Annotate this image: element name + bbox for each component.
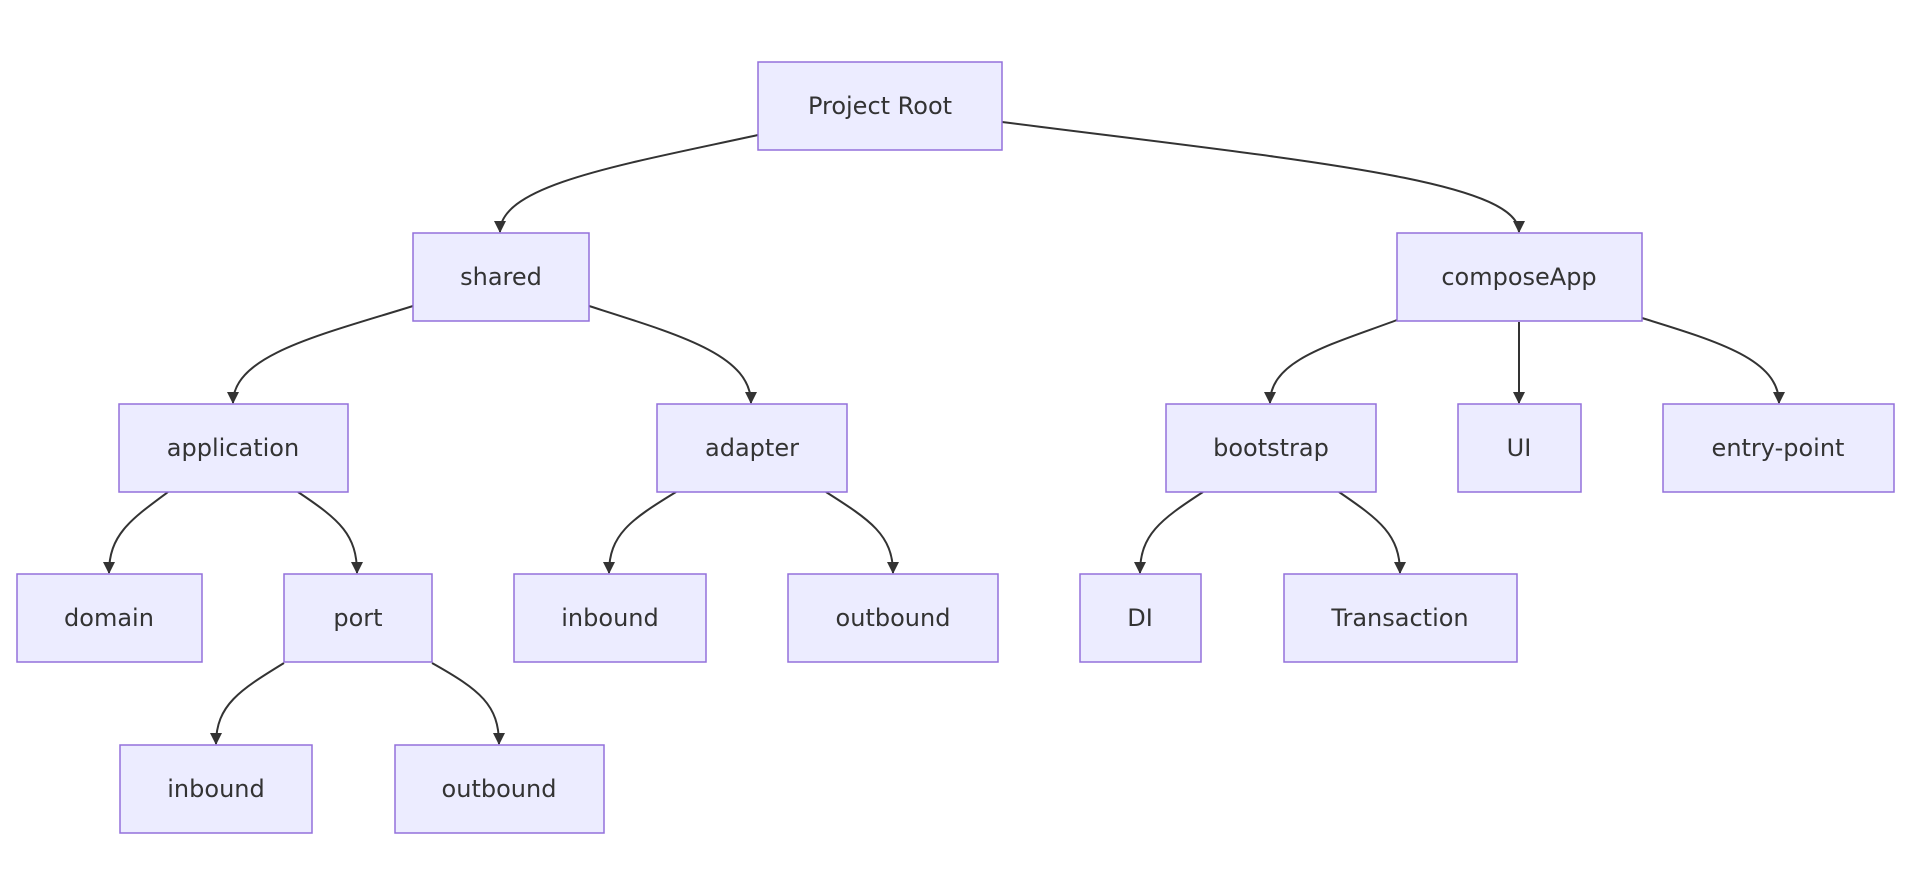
node-di: DI — [1079, 573, 1202, 663]
node-label-project-root: Project Root — [808, 92, 952, 120]
node-label-port-outbound: outbound — [442, 775, 557, 803]
node-label-transaction: Transaction — [1330, 604, 1468, 632]
node-port-outbound: outbound — [394, 744, 605, 834]
node-shared: shared — [412, 232, 590, 322]
edges — [103, 121, 1785, 745]
edge-port-inbound — [210, 662, 285, 745]
node-label-bootstrap: bootstrap — [1213, 434, 1329, 462]
edge-adapter-inbound — [603, 491, 677, 574]
edge-application-port — [297, 491, 363, 574]
edge-port-outbound — [431, 662, 505, 745]
node-bootstrap: bootstrap — [1165, 403, 1377, 493]
node-composeapp: composeApp — [1396, 232, 1643, 322]
node-label-adapter-outbound: outbound — [836, 604, 951, 632]
node-project-root: Project Root — [757, 61, 1003, 151]
edge-root-shared — [494, 134, 759, 233]
node-label-port: port — [333, 604, 382, 632]
node-adapter-outbound: outbound — [787, 573, 999, 663]
nodes: Project Root shared composeApp applicati… — [16, 61, 1895, 834]
node-label-application: application — [167, 434, 299, 462]
node-ui: UI — [1457, 403, 1582, 493]
node-adapter-inbound: inbound — [513, 573, 707, 663]
node-application: application — [118, 403, 349, 493]
edge-shared-application — [227, 305, 414, 404]
node-label-ui: UI — [1507, 434, 1532, 462]
node-label-port-inbound: inbound — [167, 775, 264, 803]
node-transaction: Transaction — [1283, 573, 1518, 663]
node-label-adapter-inbound: inbound — [561, 604, 658, 632]
edge-bootstrap-transaction — [1338, 491, 1406, 574]
node-adapter: adapter — [656, 403, 848, 493]
edge-composeapp-entrypoint — [1641, 317, 1785, 404]
node-entry-point: entry-point — [1662, 403, 1895, 493]
node-label-composeapp: composeApp — [1441, 263, 1596, 291]
edge-composeapp-bootstrap — [1264, 319, 1398, 404]
edge-shared-adapter — [588, 305, 757, 404]
edge-adapter-outbound — [825, 491, 899, 574]
node-domain: domain — [16, 573, 203, 663]
edge-bootstrap-di — [1134, 491, 1204, 574]
node-port: port — [283, 573, 433, 663]
node-port-inbound: inbound — [119, 744, 313, 834]
edge-root-composeapp — [1001, 121, 1525, 233]
node-label-domain: domain — [64, 604, 154, 632]
node-label-di: DI — [1127, 604, 1153, 632]
node-label-entry-point: entry-point — [1712, 434, 1845, 462]
node-label-shared: shared — [460, 263, 542, 291]
node-label-adapter: adapter — [705, 434, 799, 462]
edge-application-domain — [103, 491, 169, 574]
